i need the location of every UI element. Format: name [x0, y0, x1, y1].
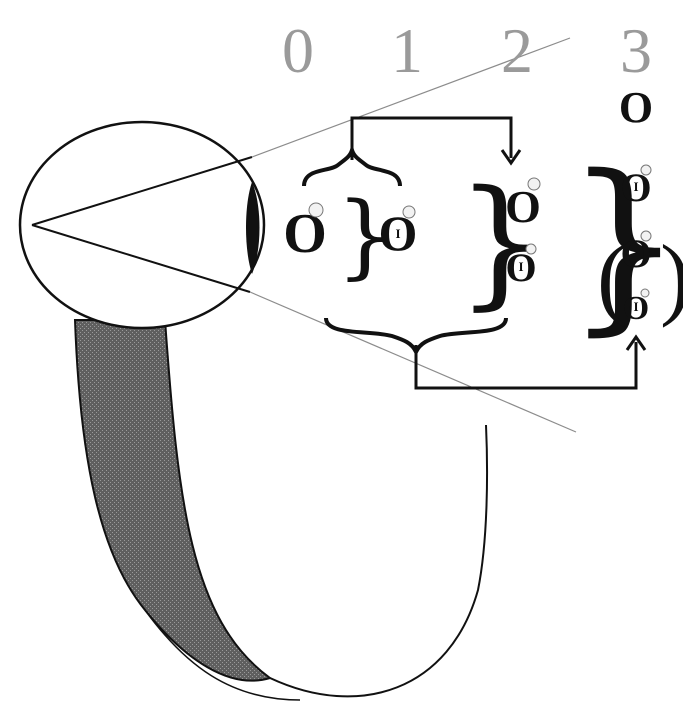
tail-shaded-band	[75, 320, 270, 681]
stage-number-1: 1	[391, 15, 423, 86]
node-one-stage-3-nested: O I	[623, 289, 649, 327]
node-zero-stage-3-top: O	[619, 83, 653, 132]
node-zero-stage-3-nested: O	[620, 231, 651, 276]
svg-text:I: I	[633, 299, 638, 314]
stage-number-2: 2	[501, 15, 533, 86]
parenthesis-close: )	[660, 226, 683, 328]
node-zero-stage-2: O	[505, 178, 541, 232]
svg-text:I: I	[633, 179, 638, 194]
eye	[20, 122, 264, 328]
svg-text:I: I	[395, 226, 400, 241]
node-one-stage-3: O I	[620, 165, 651, 210]
node-one-stage-1: O I	[379, 205, 418, 261]
upper-bracket-arrow	[352, 118, 520, 163]
svg-text:I: I	[518, 259, 523, 274]
svg-text:O: O	[619, 83, 653, 132]
node-zero-stage-0: O	[283, 203, 327, 265]
eye-circle	[20, 122, 264, 328]
u-shaped-tail	[75, 320, 487, 700]
stage-numbers: 0 1 2 3	[282, 15, 652, 86]
node-one-stage-2: O I	[505, 244, 536, 290]
tail-outer-curve	[270, 425, 487, 696]
stage-number-0: 0	[282, 15, 314, 86]
stage-number-3: 3	[620, 15, 652, 86]
